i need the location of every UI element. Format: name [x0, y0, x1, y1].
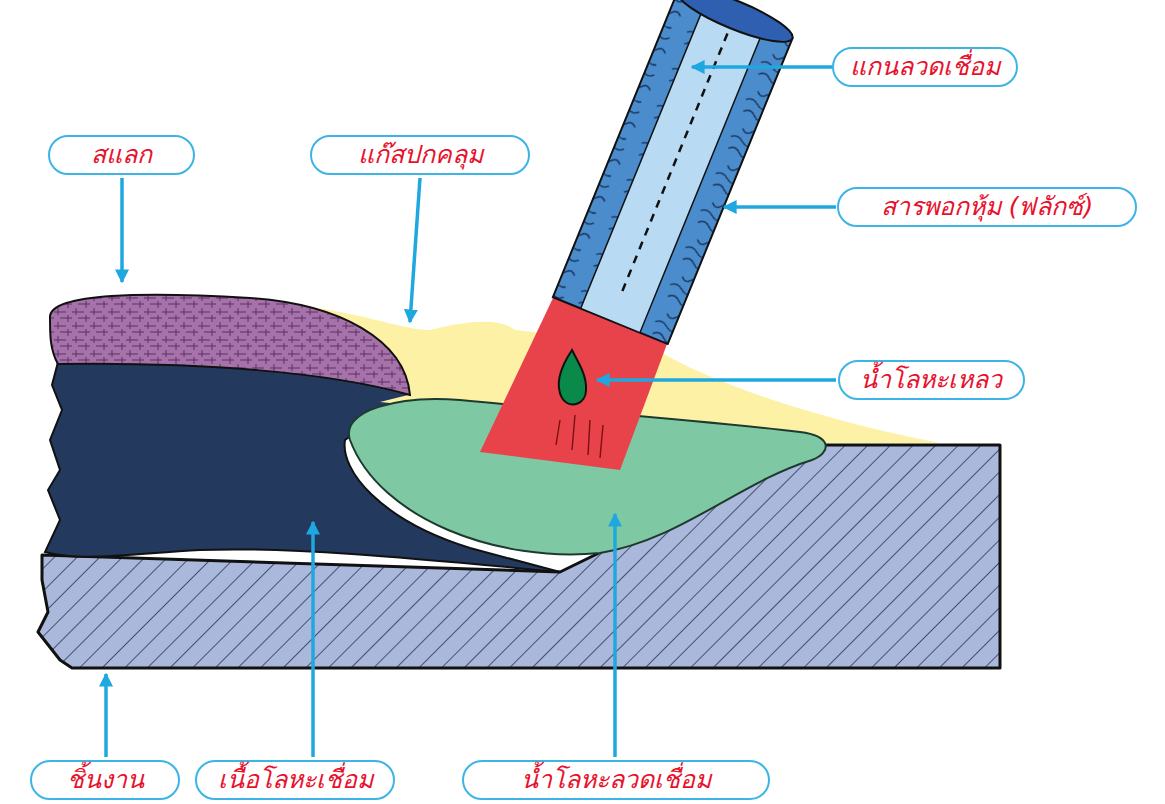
electrode — [553, 0, 798, 344]
callout-label: เนื้อโลหะเชื่อม — [218, 765, 373, 795]
metal-droplet — [559, 350, 586, 404]
callout-box: สารพอกหุ้ม (ฟลักซ์) — [837, 187, 1137, 227]
callout-label: แกนลวดเชื่อม — [850, 52, 1000, 82]
callout-box: น้ำโลหะเหลว — [838, 360, 1025, 400]
callout-label: ชิ้นงาน — [67, 765, 144, 795]
callout-label: น้ำโลหะลวดเชื่อม — [521, 765, 711, 795]
callout-label: สารพอกหุ้ม (ฟลักซ์) — [881, 192, 1093, 222]
callout-box: เนื้อโลหะเชื่อม — [195, 760, 395, 800]
leader-arrows — [106, 67, 836, 757]
callout-box: ชิ้นงาน — [30, 760, 180, 800]
slag — [50, 295, 410, 395]
callout-label: แก๊สปกคลุม — [358, 140, 483, 170]
callout-box: แก๊สปกคลุม — [310, 135, 530, 175]
arc-lines — [556, 415, 603, 458]
callout-box: สแลก — [48, 135, 195, 175]
callout-box: น้ำโลหะลวดเชื่อม — [462, 760, 770, 800]
callout-label: สแลก — [91, 140, 152, 170]
callout-label: น้ำโลหะเหลว — [860, 365, 1002, 395]
callout-box: แกนลวดเชื่อม — [832, 47, 1018, 87]
